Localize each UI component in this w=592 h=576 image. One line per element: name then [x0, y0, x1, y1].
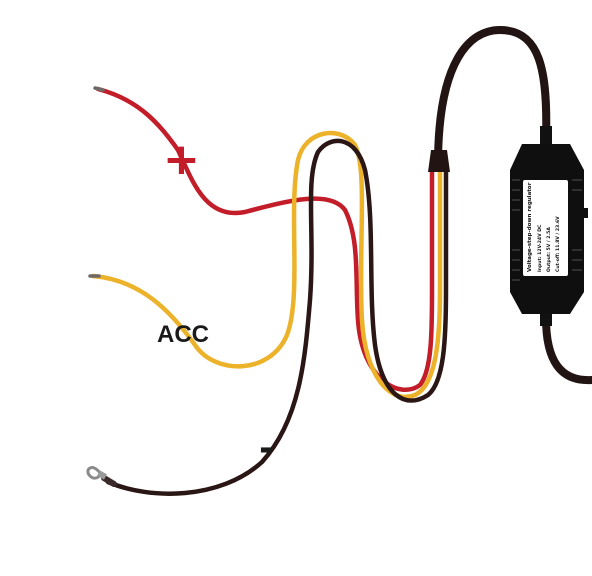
- converter-device: Voltage-step-down regulator Input: 12V-2…: [510, 126, 588, 326]
- device-line-2: Output: 5V / 2.5A: [546, 227, 552, 272]
- device-line-1: Input: 12V-24V DC: [537, 224, 543, 272]
- black-wire: [105, 138, 449, 496]
- device-tab: [580, 208, 588, 218]
- device-title: Voltage-step-down regulator: [527, 182, 533, 272]
- red-wire-tip: [93, 86, 105, 92]
- red-wire: [95, 86, 435, 392]
- negative-label: -: [259, 428, 274, 469]
- device-line-3: Cut-off: 11.8V / 23.6V: [555, 216, 561, 272]
- device-label: [523, 180, 568, 276]
- main-cable: [434, 25, 551, 169]
- output-cable: [542, 314, 592, 385]
- device-cable-boot-top: [540, 126, 552, 146]
- ring-terminal-icon: [86, 466, 117, 487]
- positive-label: +: [163, 134, 200, 185]
- yellow-wire: [90, 130, 443, 399]
- device-ribs: [512, 179, 582, 281]
- cable-sleeve: [428, 150, 450, 172]
- acc-label: ACC: [157, 321, 209, 348]
